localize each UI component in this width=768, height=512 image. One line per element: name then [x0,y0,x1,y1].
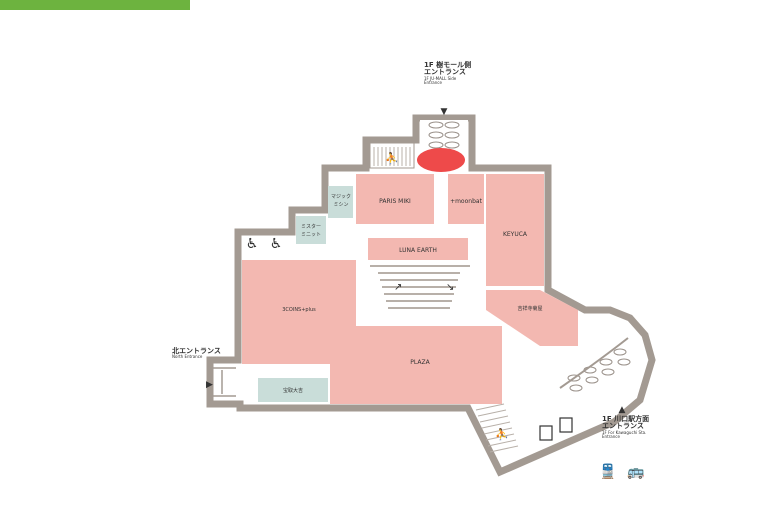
mall-entrance-label: 1F 樹モール側 エントランス 1F JU-MALL Side Entrance [424,61,472,85]
shop-takarakuji [258,378,328,402]
wheelchair-icon: ♿ [246,236,259,252]
mall-entrance-en-2: Entrance [424,79,442,85]
station-entrance-jp-1: 1F 川口駅方面 [602,415,650,423]
station-entrance-en-1: 1F For Kawaguchi Sta. [602,429,647,435]
wheelchair-icon: ♿ [270,236,283,252]
arrow-icon: ▲ [619,405,626,415]
shop-magic-mishin [328,186,353,218]
shop-moonbat-label: +moonbat [450,198,483,205]
shop-paris-miki-label: PARIS MIKI [379,198,411,205]
shop-three-coins-label: 3COINS+plus [282,307,316,313]
station-entrance-label: 1F 川口駅方面 エントランス 1F For Kawaguchi Sta. En… [602,415,650,439]
stairs-icon: ⛹ [495,427,509,441]
shop-keyuca [486,174,544,286]
north-entrance-en: North Entrance [172,354,203,360]
north-entrance-label: 北エントランス North Entrance [172,347,221,360]
shop-moonbat [448,174,484,224]
shop-magic-mishin-label-2: ミシン [333,202,348,208]
stairs-icon: ⛹ [385,151,399,165]
elevator-icon [559,417,573,433]
south-stairs [475,403,519,453]
station-entrance-en-2: Entrance [602,433,620,439]
station-entrance-jp-2: エントランス [602,422,644,431]
shop-plaza-label: PLAZA [410,359,430,366]
arrow-icon: ▶ [206,380,213,390]
train-icon: 🚆 [599,463,616,480]
shop-kichijoji-kikaku [486,290,578,346]
shop-kichijoji-kikaku-label: 吉祥寺菊屋 [517,305,542,312]
shop-mister-minit-label-1: ミスター [301,223,321,230]
shop-luna-earth-label: LUNA EARTH [399,247,437,254]
escalator-icon: ↘ [446,282,454,293]
escalator-icon: ↗ [394,282,402,293]
arrow-icon: ▼ [441,107,448,117]
station-corridor-wall [559,337,629,389]
header-tab [0,0,190,10]
shop-luna-earth [368,238,468,260]
north-entrance-gate [212,367,236,397]
shop-mister-minit-label-2: ミニット [301,232,321,238]
mall-entrance-en-1: 1F JU-MALL Side [424,75,457,81]
central-escalator [370,265,470,309]
mall-stairs [369,142,415,169]
shop-keyuca-label: KEYUCA [503,231,528,238]
shop-magic-mishin-label-1: マジック [331,194,351,200]
bus-icon: 🚌 [627,464,645,480]
shop-mister-minit [296,216,326,244]
highlight-marker [417,148,465,172]
shop-plaza [330,326,502,404]
shop-three-coins [242,260,356,364]
north-entrance-jp: 北エントランス [172,347,221,355]
elevator-icon [539,425,553,441]
mall-entrance-jp-1: 1F 樹モール側 [424,61,472,69]
mall-entrance-jp-2: エントランス [424,68,466,77]
mall-stairs-lines [373,147,411,166]
shop-takarakuji-label: 宝取大吉 [283,387,303,394]
shop-paris-miki [356,174,434,224]
